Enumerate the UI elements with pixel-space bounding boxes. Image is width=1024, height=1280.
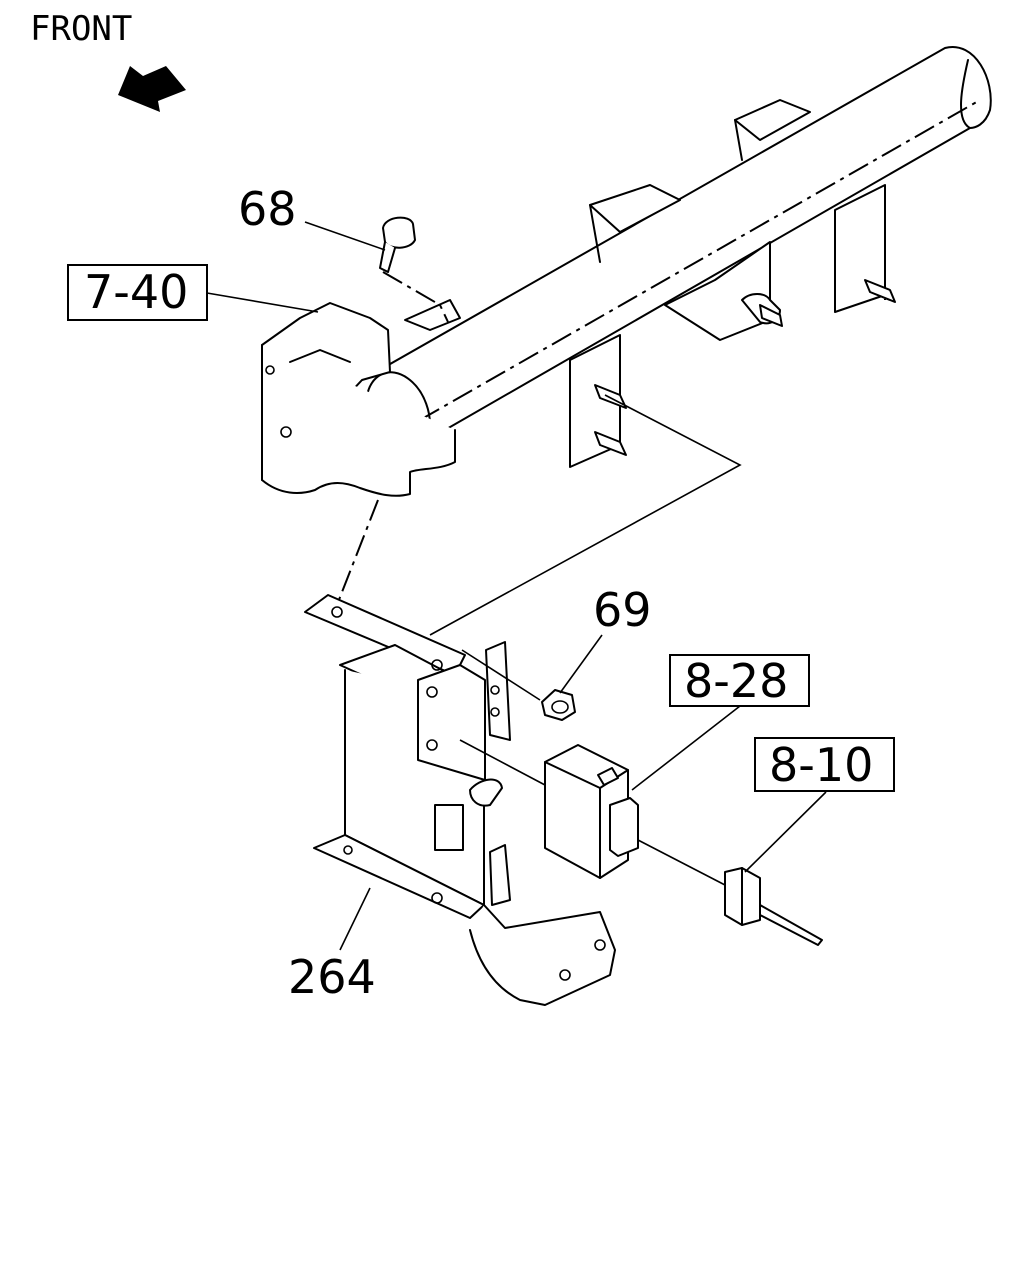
callout-7-40: 7-40 bbox=[84, 265, 188, 319]
assembly-path-left bbox=[334, 499, 379, 611]
callout-box-8-28 bbox=[669, 654, 810, 707]
callout-68: 68 bbox=[238, 182, 297, 236]
callout-8-10: 8-10 bbox=[769, 738, 873, 792]
mounting-bracket-264 bbox=[304, 594, 616, 1006]
callout-8-28: 8-28 bbox=[684, 654, 788, 708]
callout-69: 69 bbox=[593, 583, 652, 637]
connector-8-10 bbox=[637, 839, 823, 946]
leader-lines bbox=[206, 221, 827, 951]
nut-69 bbox=[461, 649, 576, 721]
left-bracket-assembly bbox=[261, 299, 461, 497]
callout-box-7-40 bbox=[67, 264, 208, 321]
front-label: FRONT bbox=[30, 9, 132, 49]
assembly-path-right bbox=[429, 394, 742, 636]
callout-box-8-10 bbox=[754, 737, 895, 792]
front-arrow-icon bbox=[118, 66, 186, 112]
bolt-68 bbox=[379, 216, 449, 323]
beam-brackets bbox=[569, 99, 896, 468]
cross-beam bbox=[361, 45, 992, 458]
control-unit-8-28 bbox=[459, 739, 639, 879]
callout-264: 264 bbox=[288, 950, 376, 1004]
